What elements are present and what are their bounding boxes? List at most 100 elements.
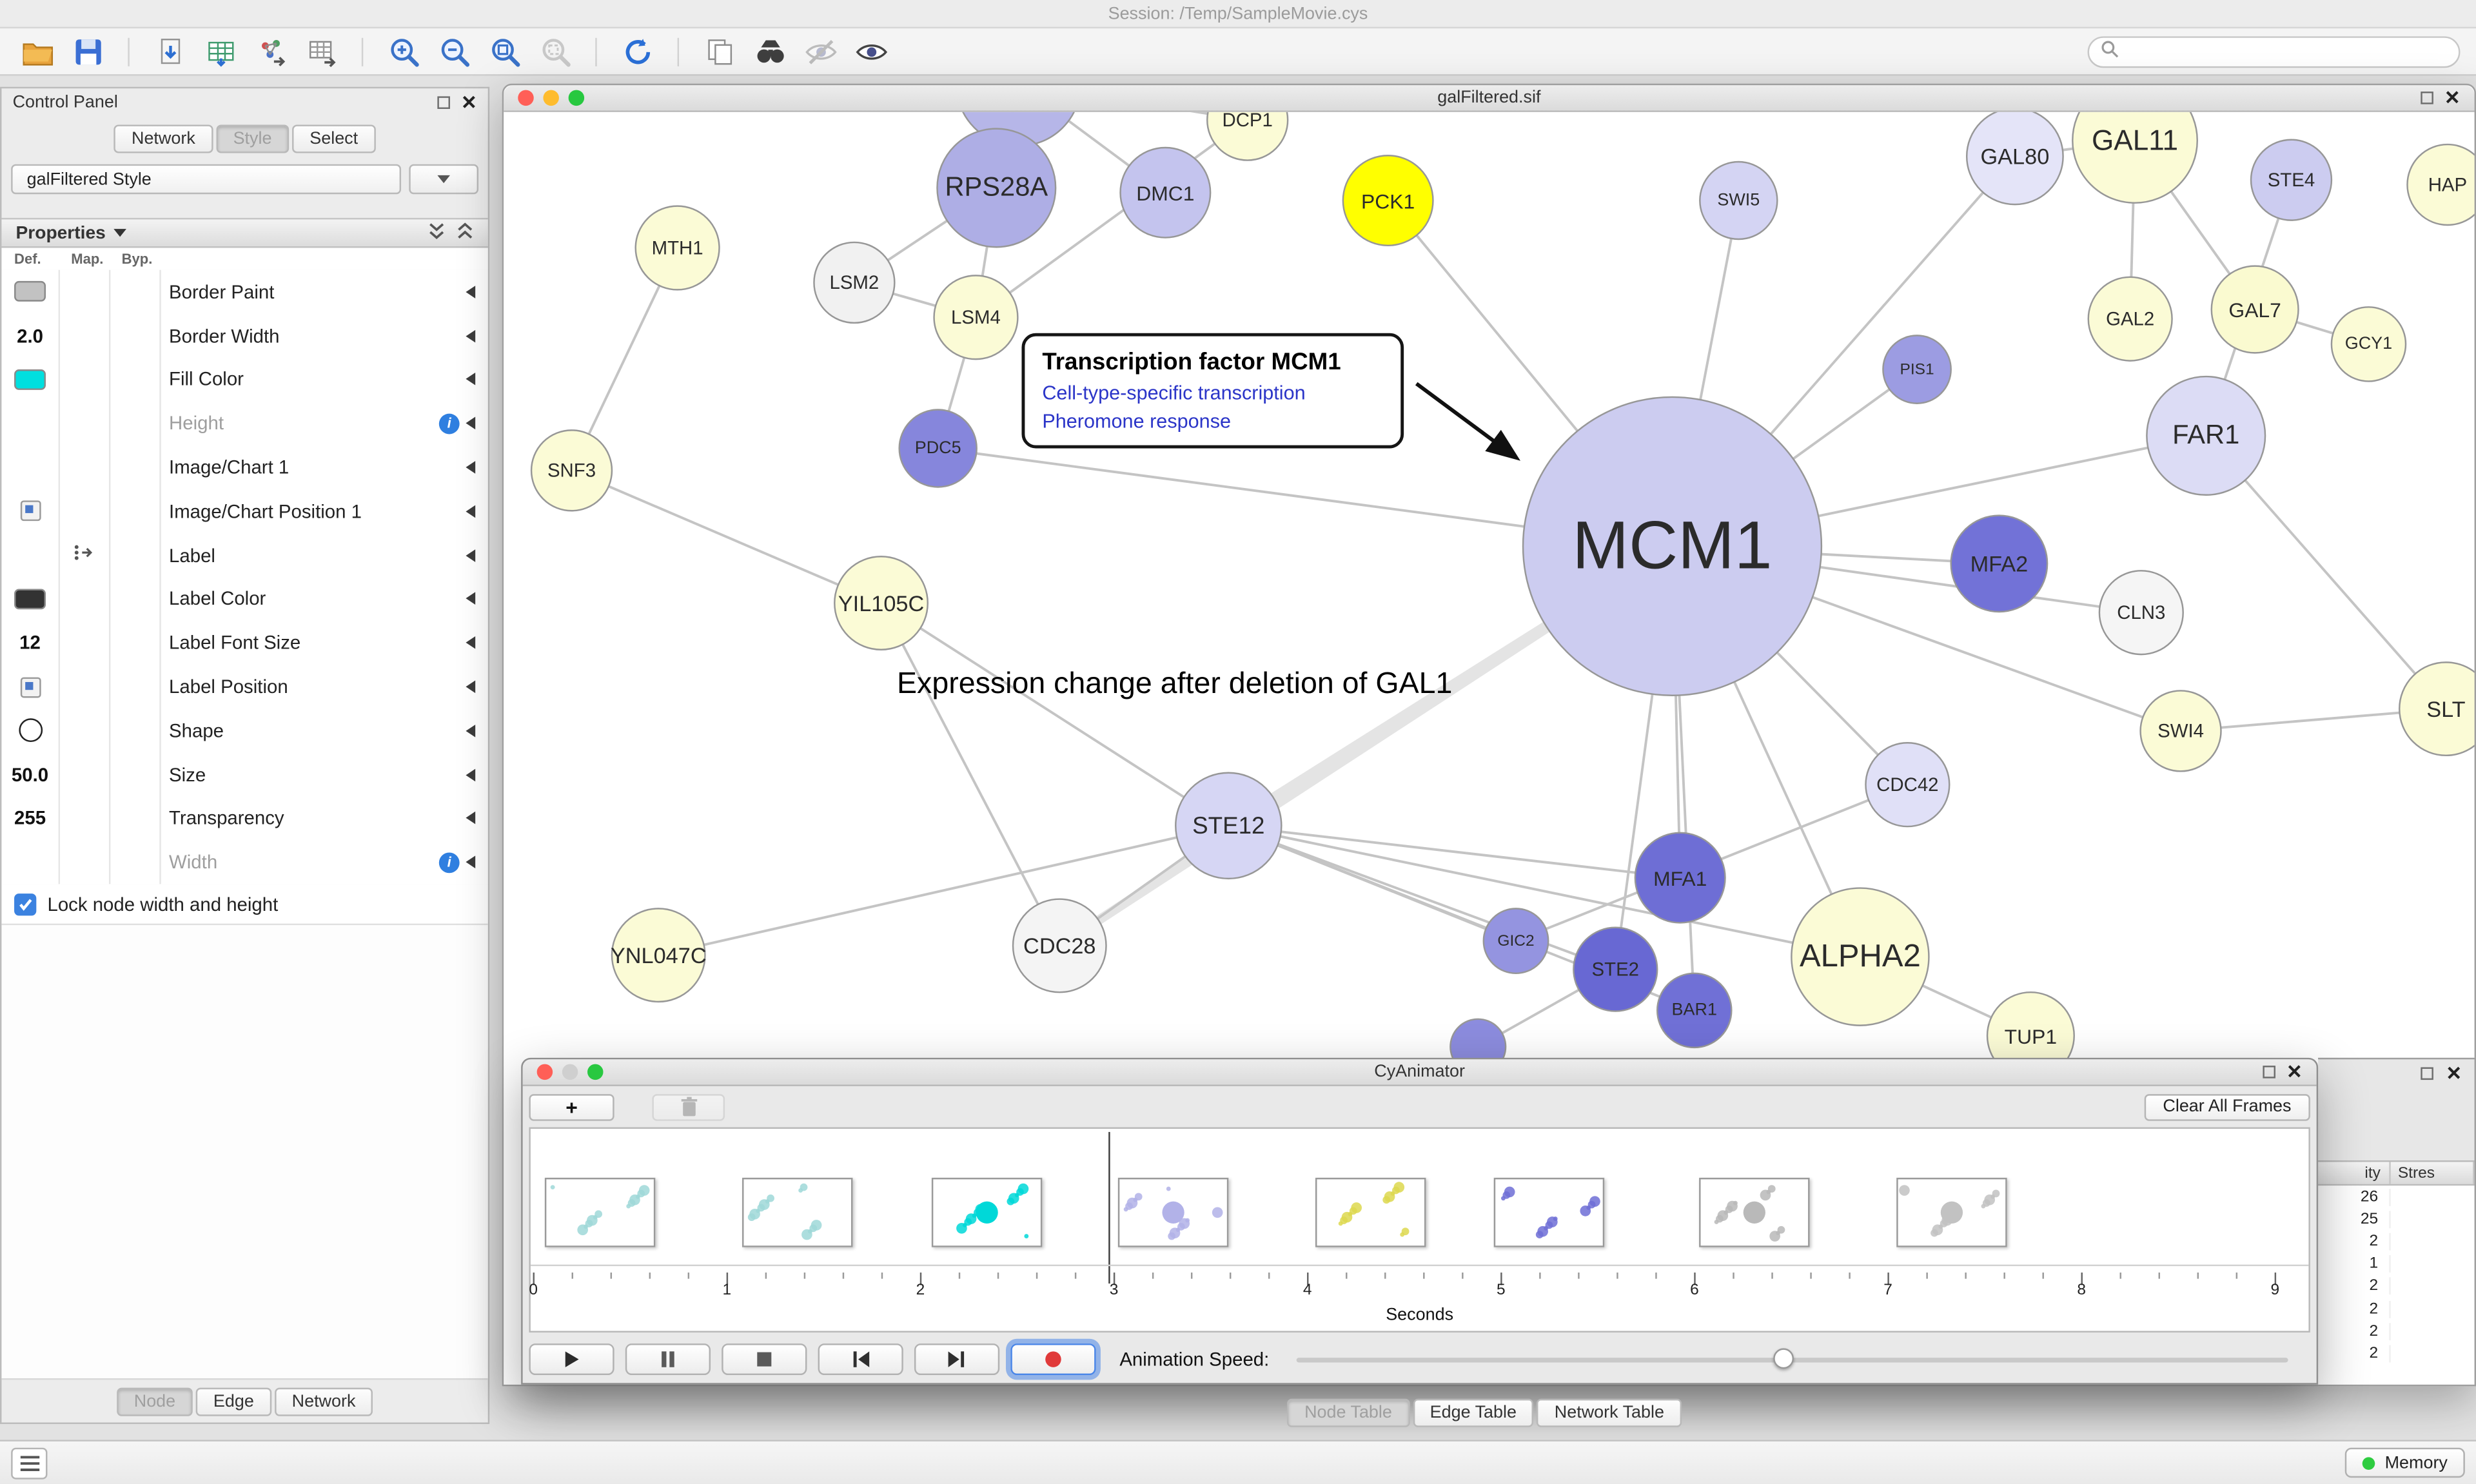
frame-thumbnail-2[interactable] xyxy=(742,1177,853,1247)
node-alpha2[interactable]: ALPHA2 xyxy=(1791,887,1930,1026)
float-window-icon[interactable] xyxy=(2263,1066,2275,1079)
node-mth1[interactable]: MTH1 xyxy=(634,205,720,291)
bypass-cell[interactable] xyxy=(109,665,159,708)
zoom-in-button[interactable] xyxy=(382,32,425,70)
frame-thumbnail-1[interactable] xyxy=(544,1177,656,1247)
bypass-cell[interactable] xyxy=(109,841,159,884)
delete-frame-button[interactable] xyxy=(652,1093,725,1120)
default-value-cell[interactable] xyxy=(1,270,58,314)
default-value-cell[interactable] xyxy=(1,665,58,708)
node-lsm4[interactable]: LSM4 xyxy=(933,275,1019,360)
minimize-window-icon[interactable] xyxy=(562,1064,578,1080)
search-network-button[interactable] xyxy=(749,32,791,70)
network-edge[interactable] xyxy=(658,824,1229,957)
expand-row-icon[interactable] xyxy=(466,373,476,386)
mapping-cell[interactable] xyxy=(59,665,109,708)
zoom-fit-button[interactable] xyxy=(483,32,526,70)
node-pck1[interactable]: PCK1 xyxy=(1342,154,1434,247)
table-row[interactable]: 26 xyxy=(2318,1186,2474,1208)
expand-row-icon[interactable] xyxy=(466,417,476,430)
frame-thumbnail-7[interactable] xyxy=(1699,1177,1810,1247)
default-value-cell[interactable]: 12 xyxy=(1,621,58,665)
close-window-icon[interactable] xyxy=(536,1064,553,1080)
node-gcy1[interactable]: GCY1 xyxy=(2330,306,2407,382)
animation-speed-slider[interactable] xyxy=(1295,1343,2288,1375)
default-value-cell[interactable] xyxy=(1,402,58,445)
node-gal80[interactable]: GAL80 xyxy=(1965,112,2064,206)
lock-size-checkbox[interactable] xyxy=(14,892,37,915)
tab-network[interactable]: Network xyxy=(114,124,213,153)
expand-row-icon[interactable] xyxy=(466,592,476,606)
node-rps28a[interactable]: RPS28A xyxy=(936,128,1057,248)
table-row[interactable]: 1 xyxy=(2318,1253,2474,1275)
property-row[interactable]: Label Position xyxy=(1,665,487,708)
minimize-window-icon[interactable] xyxy=(543,90,559,106)
slider-handle[interactable] xyxy=(1773,1348,1794,1369)
close-panel-icon[interactable]: ✕ xyxy=(460,92,477,114)
annotation-box[interactable]: Transcription factor MCM1 Cell-type-spec… xyxy=(1021,333,1404,449)
show-all-button[interactable] xyxy=(850,32,892,70)
table-row[interactable]: 2 xyxy=(2318,1275,2474,1298)
default-value-cell[interactable] xyxy=(1,489,58,533)
column-header-ity[interactable]: ity xyxy=(2318,1162,2390,1184)
table-tab-node-table[interactable]: Node Table xyxy=(1287,1398,1410,1427)
bypass-cell[interactable] xyxy=(109,489,159,533)
add-frame-button[interactable]: + xyxy=(529,1093,614,1120)
apply-layout-button[interactable] xyxy=(616,32,658,70)
network-window-titlebar[interactable]: galFiltered.sif ✕ xyxy=(504,85,2475,112)
stop-button[interactable] xyxy=(722,1343,807,1376)
annotation-link[interactable]: Cell-type-specific transcription xyxy=(1042,382,1306,404)
node-yil105c[interactable]: YIL105C xyxy=(834,556,928,650)
mapping-cell[interactable] xyxy=(59,797,109,841)
canvas-annotation-text[interactable]: Expression change after deletion of GAL1 xyxy=(897,667,1453,701)
next-frame-button[interactable] xyxy=(914,1343,1000,1376)
expand-row-icon[interactable] xyxy=(466,724,476,737)
node-far1[interactable]: FAR1 xyxy=(2146,375,2266,496)
node-swi5[interactable]: SWI5 xyxy=(1699,161,1778,240)
network-edge[interactable] xyxy=(1228,824,1680,879)
frame-thumbnail-5[interactable] xyxy=(1315,1177,1426,1247)
default-value-cell[interactable] xyxy=(1,533,58,577)
ui-settings-button[interactable] xyxy=(11,1447,48,1479)
default-value-cell[interactable] xyxy=(1,358,58,402)
node-ynl047c[interactable]: YNL047C xyxy=(611,908,707,1003)
mapping-cell[interactable] xyxy=(59,489,109,533)
network-edge[interactable] xyxy=(975,119,1248,318)
property-row[interactable]: Image/Chart 1 xyxy=(1,445,487,489)
default-value-cell[interactable]: 255 xyxy=(1,797,58,841)
memory-button[interactable]: Memory xyxy=(2345,1447,2465,1478)
record-button[interactable] xyxy=(1010,1343,1096,1376)
node-mfa1[interactable]: MFA1 xyxy=(1634,832,1726,924)
bypass-cell[interactable] xyxy=(109,402,159,445)
bypass-cell[interactable] xyxy=(109,270,159,314)
node-cdc28[interactable]: CDC28 xyxy=(1012,898,1107,993)
node-pis1[interactable]: PIS1 xyxy=(1882,335,1952,404)
expand-row-icon[interactable] xyxy=(466,285,476,298)
table-row[interactable]: 2 xyxy=(2318,1298,2474,1320)
mapping-cell[interactable] xyxy=(59,621,109,665)
network-edge[interactable] xyxy=(2205,434,2447,710)
property-row[interactable]: Label xyxy=(1,533,487,577)
properties-header[interactable]: Properties xyxy=(1,217,488,248)
expand-row-icon[interactable] xyxy=(466,461,476,474)
close-panel-icon[interactable]: ✕ xyxy=(2446,1062,2462,1085)
frame-thumbnail-8[interactable] xyxy=(1896,1177,2007,1247)
frame-thumbnail-6[interactable] xyxy=(1493,1177,1605,1247)
node-ste2[interactable]: STE2 xyxy=(1573,926,1658,1012)
node-ste4[interactable]: STE4 xyxy=(2250,139,2333,221)
property-row[interactable]: Border Paint xyxy=(1,270,487,314)
property-row[interactable]: Shape xyxy=(1,709,487,753)
network-edge[interactable] xyxy=(571,469,882,605)
node-lsm2[interactable]: LSM2 xyxy=(813,241,896,324)
close-view-icon[interactable]: ✕ xyxy=(2444,86,2461,109)
default-value-cell[interactable]: 2.0 xyxy=(1,314,58,358)
cyanimator-titlebar[interactable]: CyAnimator ✕ xyxy=(522,1059,2317,1086)
frame-thumbnail-4[interactable] xyxy=(1117,1177,1229,1247)
node-gic2[interactable]: GIC2 xyxy=(1482,908,1549,975)
table-row[interactable]: 25 xyxy=(2318,1208,2474,1231)
table-row[interactable]: 2 xyxy=(2318,1320,2474,1343)
